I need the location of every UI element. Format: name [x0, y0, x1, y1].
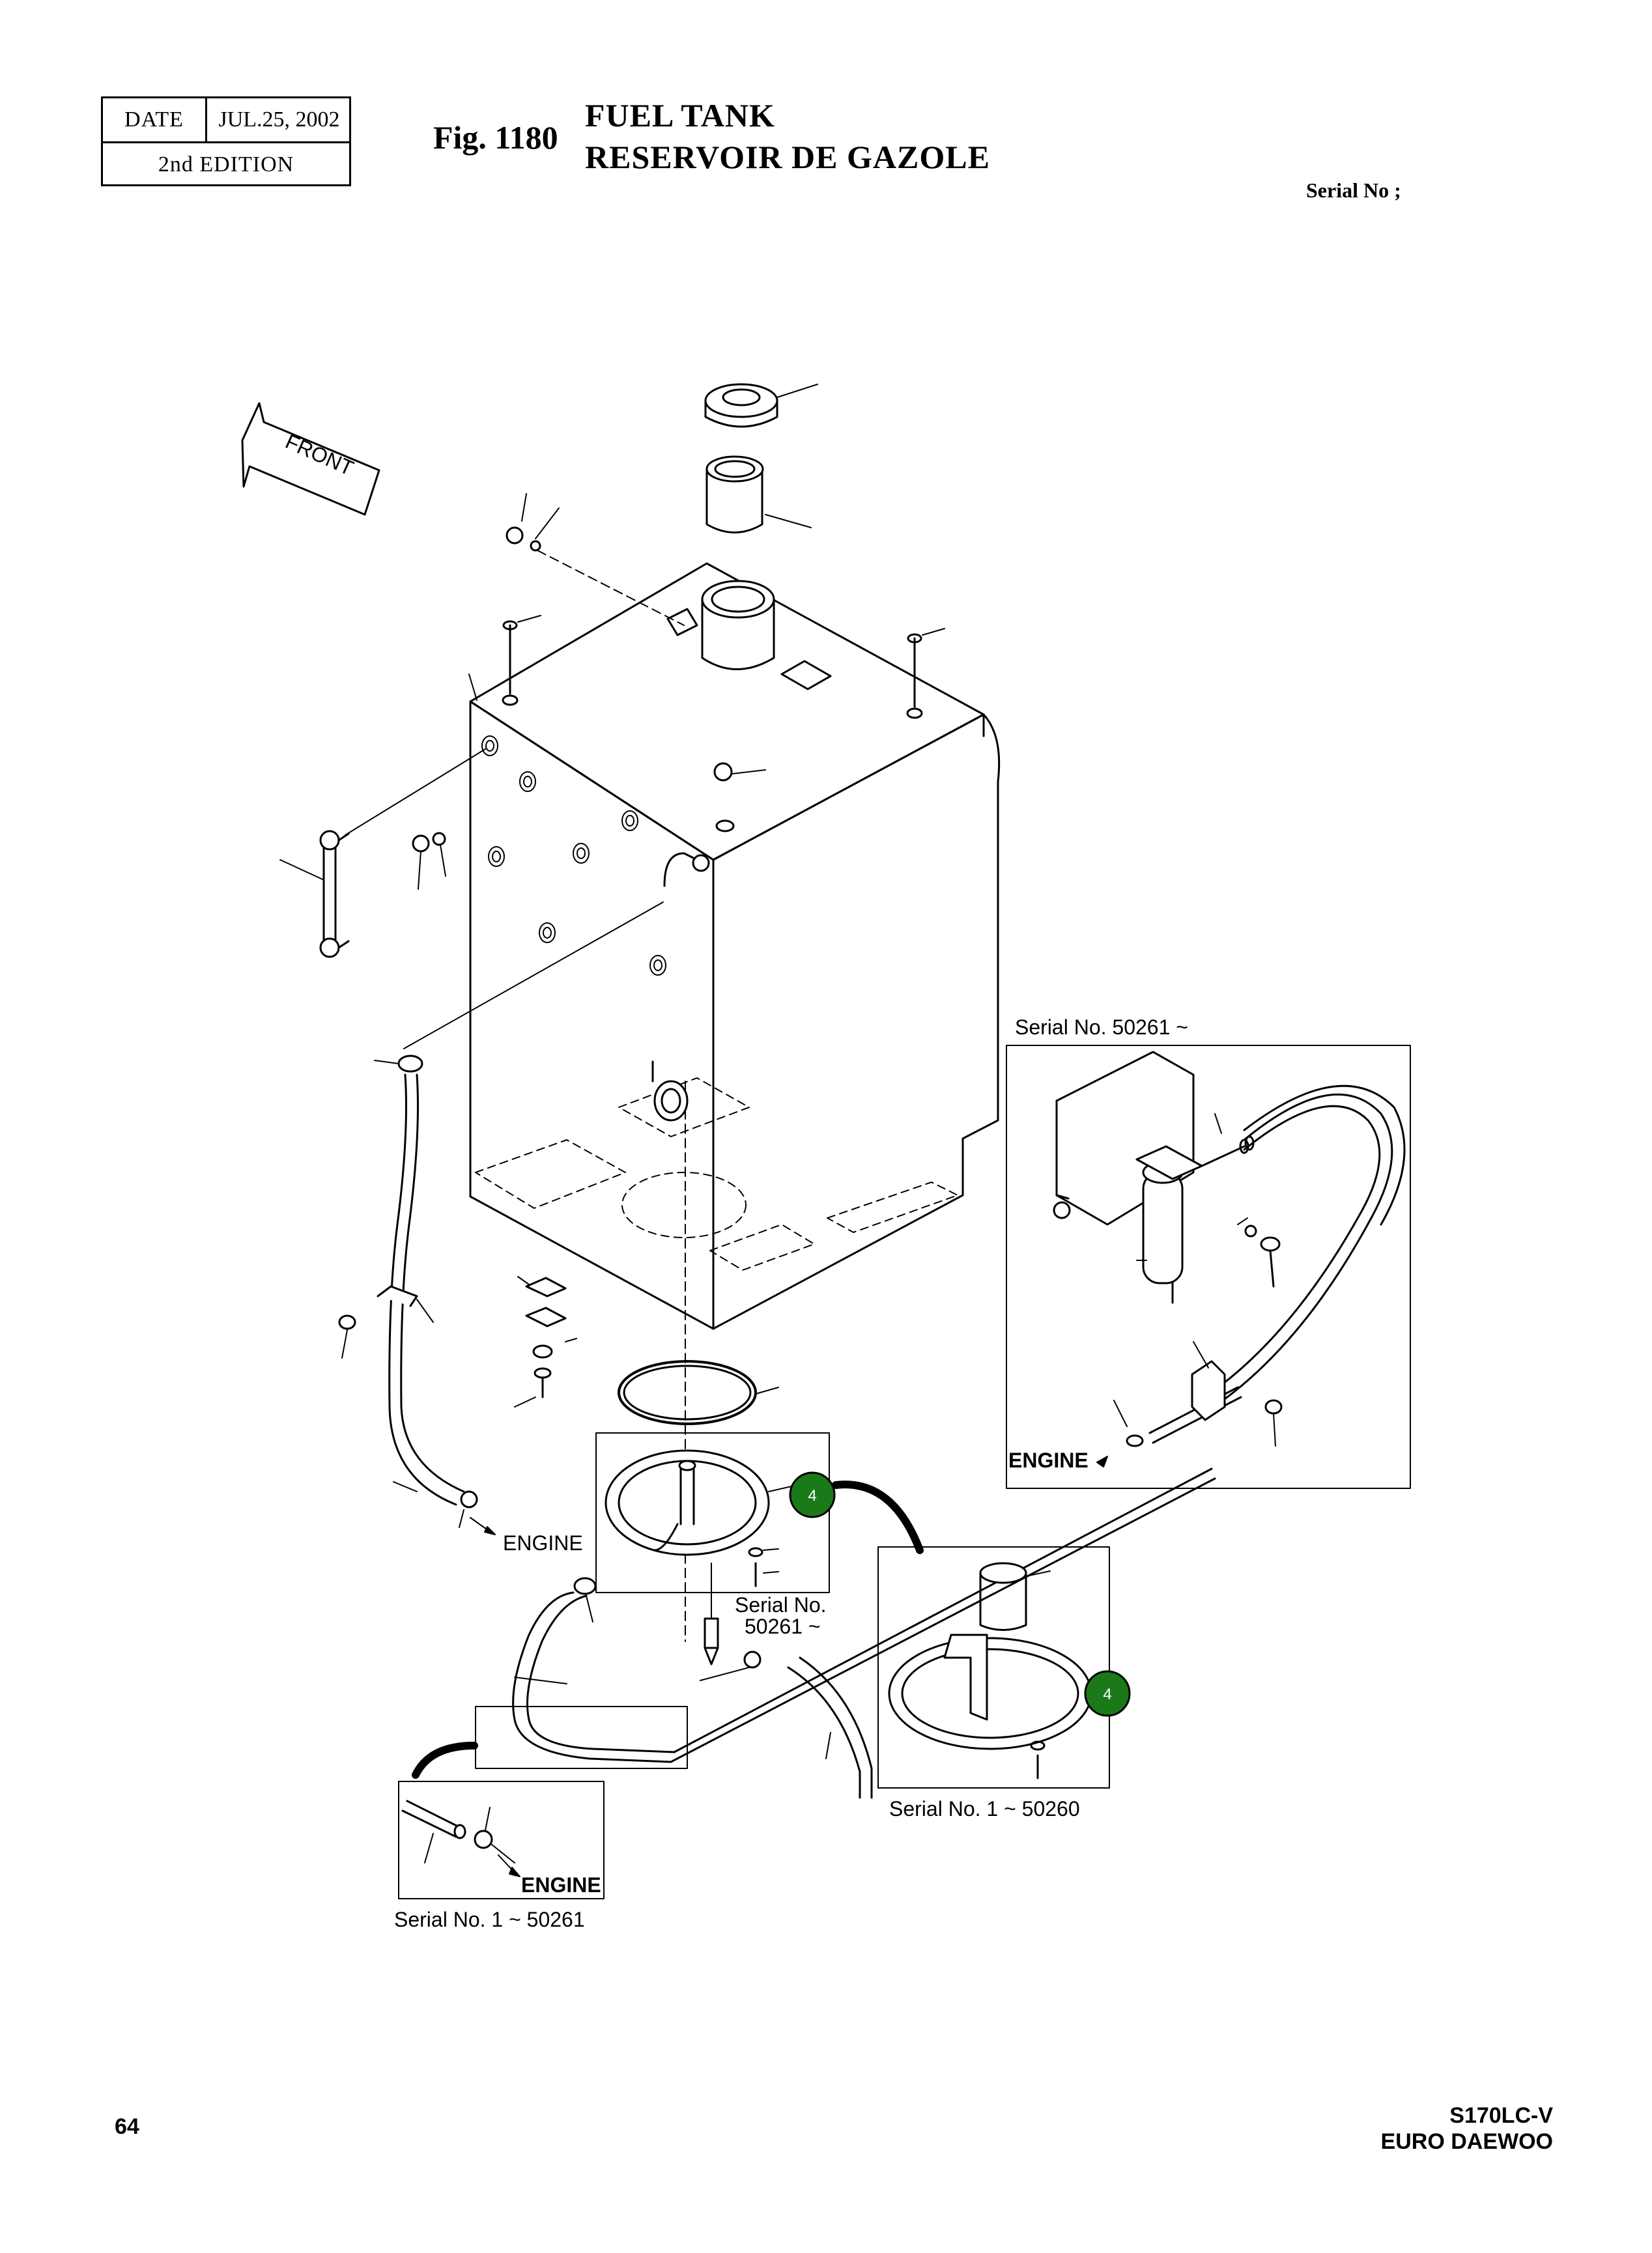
- svg-text:4: 4: [808, 1487, 816, 1505]
- serial-label-center-line2: 50261 ~: [745, 1615, 821, 1638]
- serial-label-center-line1: Serial No.: [735, 1593, 827, 1617]
- ref-callout-upper[interactable]: 4: [789, 1471, 836, 1518]
- return-hose-left: [374, 1055, 478, 1528]
- tank-left-face: [469, 700, 715, 1330]
- fuel-lines-right: [1113, 1084, 1406, 1447]
- sender-box-upper: [595, 1432, 830, 1593]
- serial-label-lower-left: Serial No. 1 ~ 50261: [394, 1908, 585, 1931]
- engine-label-lower-inset: ENGINE: [521, 1873, 601, 1897]
- edition-label: 2nd EDITION: [158, 152, 294, 177]
- inset-box-right: [1006, 1045, 1411, 1489]
- figure-number: Fig. 1180: [433, 119, 558, 156]
- fuel-filter-assembly: [1053, 1051, 1281, 1304]
- top-bolts: [502, 615, 945, 832]
- level-gauge: [279, 748, 486, 958]
- model-block: S170LC-V EURO DAEWOO: [1381, 2103, 1553, 2155]
- engine-label-right-inset: ENGINE: [1008, 1449, 1089, 1472]
- date-value: JUL.25, 2002: [218, 107, 340, 132]
- filler-neck: [701, 580, 775, 670]
- sender-box-lower: [877, 1546, 1110, 1789]
- maker-name: EURO DAEWOO: [1380, 2129, 1553, 2154]
- svg-text:4: 4: [1103, 1686, 1111, 1703]
- sender-flange-upper: [605, 1449, 792, 1556]
- inset-box-lower-left: [398, 1781, 605, 1899]
- strainer: [705, 455, 764, 533]
- engine-label-left: ENGINE: [503, 1531, 583, 1555]
- sender-flange-lower: [888, 1562, 1116, 1750]
- model-name: S170LC-V: [1449, 2103, 1553, 2128]
- title-english: FUEL TANK: [585, 97, 775, 134]
- tank-right-face: [712, 713, 1001, 1330]
- feed-hoses: [512, 1467, 1216, 1799]
- serial-label-lower-right: Serial No. 1 ~ 50260: [889, 1797, 1080, 1821]
- date-label: DATE: [103, 98, 207, 141]
- ref-callout-lower[interactable]: 4: [1084, 1670, 1131, 1717]
- engine-arrows: [470, 1456, 1108, 1877]
- serial-label-right-inset: Serial No. 50261 ~: [1015, 1015, 1188, 1039]
- page-number: 64: [115, 2114, 139, 2139]
- title-french: RESERVOIR DE GAZOLE: [585, 139, 990, 175]
- date-edition-box: DATE JUL.25, 2002 2nd EDITION: [101, 96, 351, 186]
- front-arrow-icon: [241, 402, 380, 516]
- serial-number-heading: Serial No ;: [1306, 178, 1401, 202]
- side-bosses: [481, 735, 666, 976]
- date-row: DATE JUL.25, 2002: [103, 98, 349, 143]
- fuel-cap: [704, 383, 818, 428]
